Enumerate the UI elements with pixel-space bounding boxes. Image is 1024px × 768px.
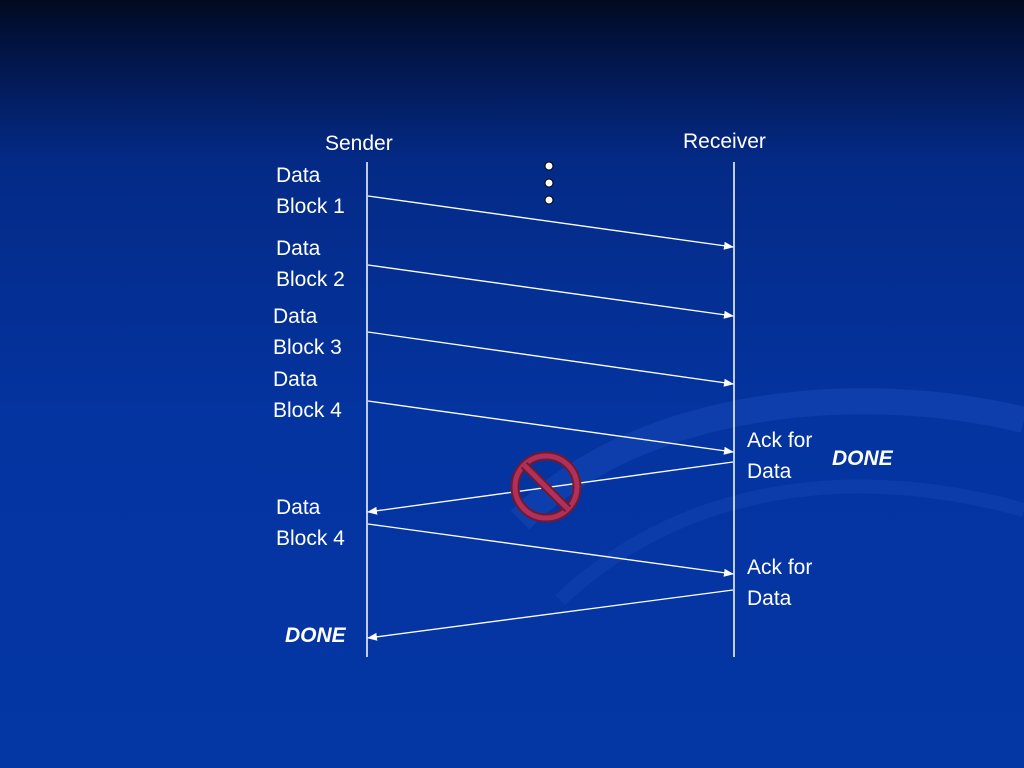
note-line: Data (276, 164, 321, 187)
no-entry-icon (510, 451, 582, 523)
sender-note-data-block-2: Data Block 2 (276, 233, 345, 295)
receiver-label: Receiver (683, 130, 766, 153)
note-line: Data (276, 496, 321, 519)
ack-2-arrow (367, 589, 734, 641)
note-line: Data (747, 460, 792, 483)
note-line: Block 3 (273, 336, 342, 359)
note-line: Data (273, 305, 318, 328)
sender-note-data-block-4: Data Block 4 (273, 364, 342, 426)
sender-note-data-block-1: Data Block 1 (276, 160, 345, 222)
data-block-3-arrow (367, 331, 734, 387)
note-line: Block 2 (276, 268, 345, 291)
note-line: Data (747, 587, 792, 610)
note-line: Ack for (747, 429, 813, 452)
note-line: Block 4 (273, 399, 342, 422)
sender-note-data-block-3: Data Block 3 (273, 301, 342, 363)
vertical-ellipsis-icon (544, 161, 554, 205)
sender-label: Sender (325, 132, 393, 155)
note-line: Data (273, 368, 318, 391)
note-line: Block 4 (276, 527, 345, 550)
background-swoosh-2 (555, 479, 1024, 606)
receiver-note-ack-2: Ack for Data (747, 552, 812, 614)
note-line: Ack for (747, 556, 813, 579)
data-block-1-arrow (367, 195, 734, 250)
data-block-4-resend-arrow (367, 523, 734, 577)
sender-note-data-block-4-resend: Data Block 4 (276, 492, 345, 554)
data-block-2-arrow (367, 264, 734, 319)
sender-done-label: DONE (285, 624, 346, 647)
data-block-4-arrow (367, 400, 734, 455)
receiver-done-label: DONE (832, 447, 893, 470)
note-line: Data (276, 237, 321, 260)
receiver-note-ack-1: Ack for Data (747, 425, 812, 487)
note-line: Block 1 (276, 195, 345, 218)
